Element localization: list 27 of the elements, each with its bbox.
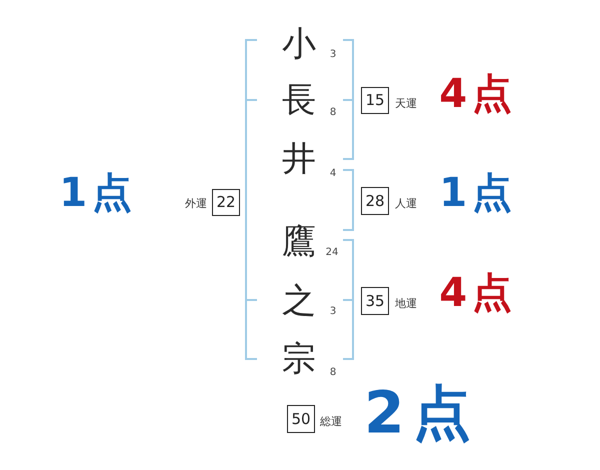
fortune-label: 天運: [395, 98, 417, 110]
name-character: 鷹: [282, 225, 316, 261]
number-box: 35: [361, 287, 389, 315]
name-character: 長: [282, 83, 316, 119]
stroke-count: 8: [330, 108, 336, 118]
number-box: 15: [361, 87, 389, 114]
stroke-count: 4: [330, 168, 336, 180]
number-box: 50: [287, 405, 315, 433]
number-box: 28: [361, 187, 389, 215]
name-character: 之: [282, 284, 316, 320]
name-character: 小: [282, 27, 316, 63]
stroke-count: 24: [326, 248, 338, 258]
points-text: 4点: [439, 73, 517, 115]
fortune-label: 人運: [395, 198, 417, 210]
points-text: 4点: [439, 272, 517, 314]
fortune-label: 地運: [395, 298, 417, 310]
points-text: 2点: [364, 382, 480, 444]
stroke-count: 8: [330, 368, 336, 378]
fortune-label: 外運: [185, 198, 207, 210]
name-character: 井: [282, 142, 316, 178]
points-text: 1点: [439, 172, 517, 214]
stroke-count: 3: [330, 306, 336, 318]
number-box: 22: [212, 189, 240, 216]
fortune-label: 総運: [320, 416, 342, 428]
name-character: 宗: [282, 342, 316, 378]
points-text: 1点: [59, 172, 137, 214]
stroke-count: 3: [330, 50, 336, 60]
